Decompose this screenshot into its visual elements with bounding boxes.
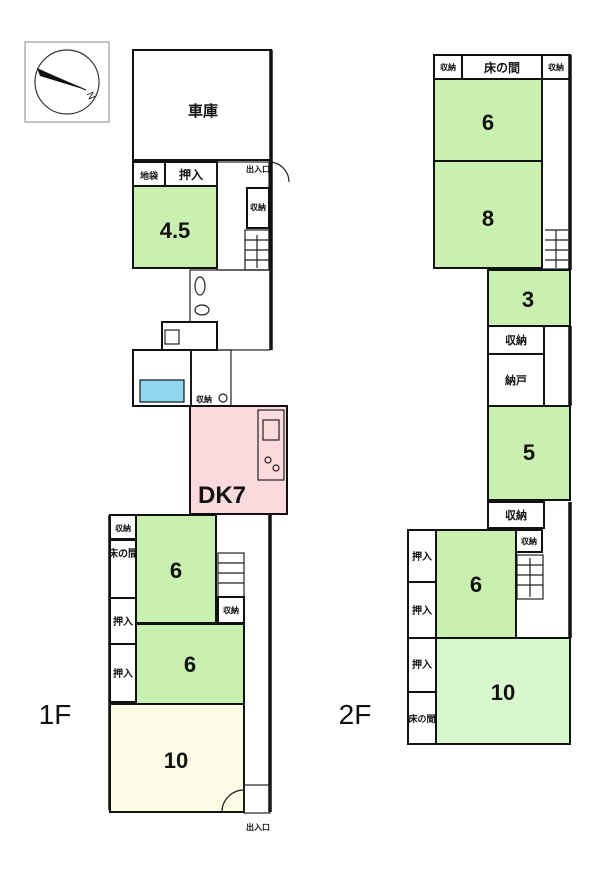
storage-ground-label: 地袋 [140, 170, 159, 182]
room-8-2f [433, 160, 543, 269]
room-8-2f-label: 8 [482, 206, 494, 231]
room-10-2f-label: 10 [491, 680, 515, 705]
room-5-2f-label: 5 [523, 440, 535, 465]
storage-west-label: 収納 [115, 523, 131, 533]
closet-label-1f-top: 押入 [179, 167, 203, 182]
room-4-5 [132, 185, 218, 269]
room-6-top-2f-label: 6 [482, 110, 494, 135]
floor-label-1f: 1F [39, 699, 72, 730]
closet-a-label-1f: 押入 [113, 615, 133, 628]
compass-north-label: N [84, 90, 97, 101]
storage-c-label-2f: 収納 [521, 536, 537, 546]
entrance-bottom-label: 出入口 [246, 822, 270, 832]
storage-bath-label: 収納 [196, 394, 212, 404]
storage-a-label-2f: 収納 [505, 333, 527, 347]
closet-b-label-1f: 押入 [113, 667, 133, 680]
tokonoma-label-1f: 床の間 [108, 547, 138, 560]
room-6-top-2f [433, 78, 543, 162]
room-6b-1f-label: 6 [184, 652, 196, 677]
nando-label-2f: 納戸 [505, 373, 527, 387]
stairs-1f-top [244, 229, 270, 271]
room-4-5-label: 4.5 [160, 218, 191, 243]
storage-tr-label-2f: 収納 [548, 62, 564, 72]
room-10-1f [109, 703, 245, 813]
stairs-2f-mid [516, 554, 544, 600]
compass: N [24, 41, 110, 123]
storage-mid-label: 収納 [223, 605, 239, 615]
first-floor-plan: 車庫 地袋 押入 4.5 出入口 収納 収納 [39, 49, 290, 832]
garage [132, 49, 272, 161]
room-5-2f [487, 405, 571, 501]
closet-a-label-2f: 押入 [412, 550, 432, 563]
room-6-2f-label: 6 [470, 572, 482, 597]
room-6-2f [435, 529, 517, 639]
bathtub [139, 379, 185, 403]
storage-tl-label-2f: 収納 [440, 62, 456, 72]
entrance-top-label: 出入口 [246, 164, 270, 174]
room-dk7-label: DK7 [198, 482, 246, 509]
room-3-2f-label: 3 [522, 287, 534, 312]
closet-c-label-2f: 押入 [412, 658, 432, 671]
stairs-2f-top [545, 229, 568, 268]
room-10-2f [435, 637, 571, 745]
room-10-1f-label: 10 [164, 748, 188, 773]
tokonoma-top-label-2f: 床の間 [484, 60, 520, 75]
storage-hall-label: 収納 [250, 202, 266, 212]
floor-label-2f: 2F [339, 699, 372, 730]
second-floor-plan: 収納 床の間 収納 6 8 3 収納 納戸 5 [339, 54, 572, 745]
closet-b-label-2f: 押入 [412, 604, 432, 617]
room-6a-1f [135, 514, 217, 624]
room-6a-1f-label: 6 [170, 558, 182, 583]
tokonoma-bottom-label-2f: 床の間 [408, 713, 435, 725]
storage-b-label-2f: 収納 [505, 508, 527, 522]
garage-label: 車庫 [188, 102, 218, 120]
stairs-1f-mid [217, 552, 245, 598]
room-6b-1f [135, 623, 245, 705]
